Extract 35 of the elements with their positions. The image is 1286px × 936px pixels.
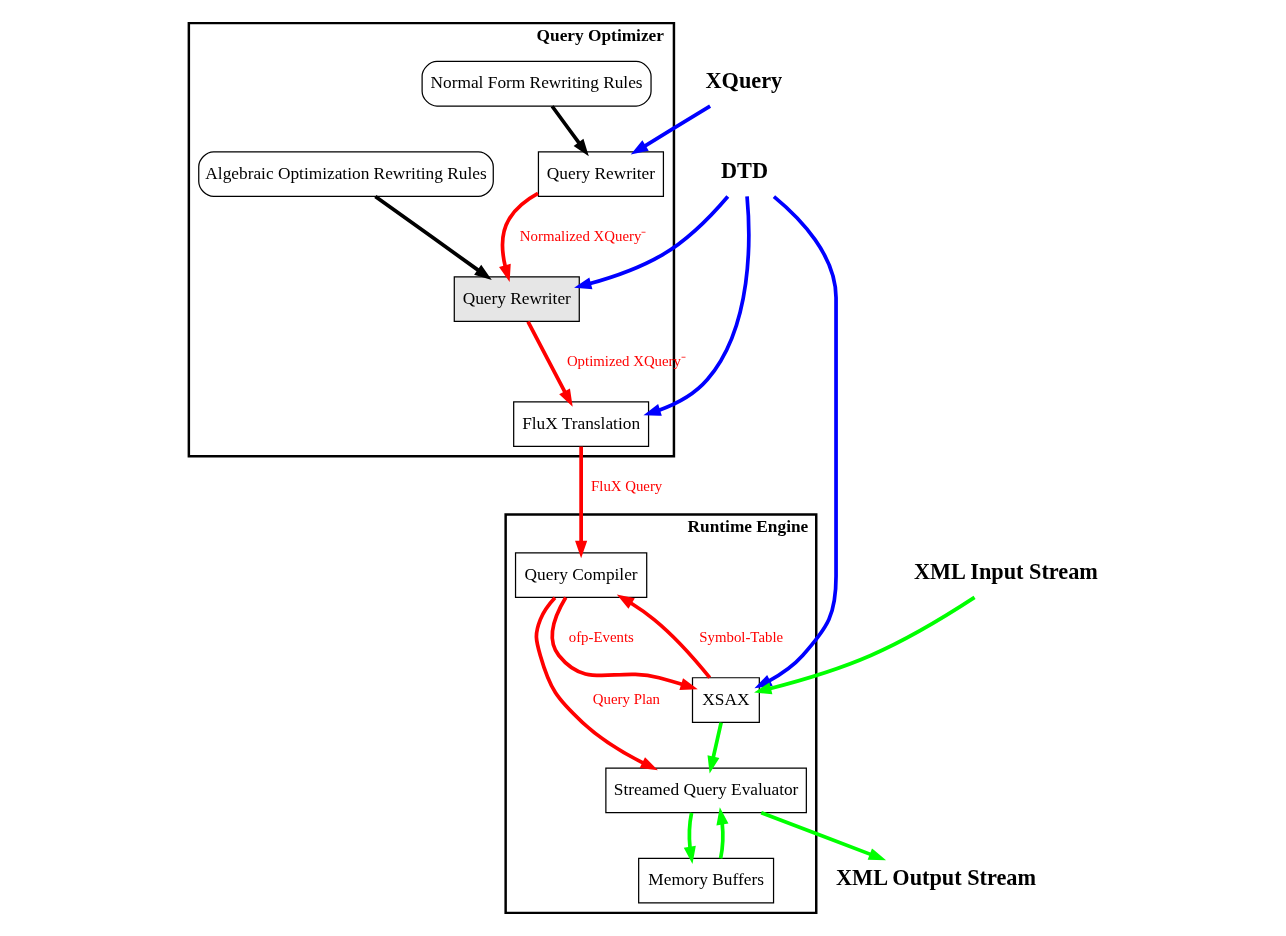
arrow xyxy=(707,722,723,774)
node-text: XML Output Stream xyxy=(836,864,1037,890)
node-box: Memory Buffers xyxy=(638,857,775,904)
node-box: Streamed Query Evaluator xyxy=(605,767,807,814)
arrow xyxy=(526,320,573,407)
arrow xyxy=(550,105,589,157)
arrow xyxy=(683,812,696,864)
node-box: Query Rewriter xyxy=(453,276,580,322)
node-text: XML Input Stream xyxy=(914,559,1098,585)
node-box: FluX Translation xyxy=(513,401,650,447)
arrow xyxy=(760,810,887,861)
arrow xyxy=(716,807,729,859)
edge-label: Normalized XQuery⁻ xyxy=(519,228,647,245)
arrow xyxy=(575,446,588,559)
arrow xyxy=(754,195,838,689)
node-text: DTD xyxy=(720,158,768,184)
node-box: Query Rewriter xyxy=(537,151,665,197)
arrow xyxy=(550,596,698,690)
arrow xyxy=(643,196,751,416)
node-box: Query Compiler xyxy=(514,552,648,598)
arrow xyxy=(630,104,712,155)
edge-label: Symbol-Table xyxy=(699,628,784,645)
node-box: Algebraic Optimization Rewriting Rules xyxy=(198,151,494,197)
node-text: XQuery xyxy=(705,67,783,93)
arrow xyxy=(499,191,539,283)
arrow xyxy=(574,195,730,290)
edge-label: ofp-Events xyxy=(568,628,634,645)
node-box: XSAX xyxy=(691,677,760,723)
arrow xyxy=(534,596,658,771)
arrow xyxy=(754,595,976,695)
node-box: Normal Form Rewriting Rules xyxy=(421,60,652,107)
arrow xyxy=(374,194,492,280)
edge-label: Query Plan xyxy=(592,691,661,708)
edge-label: FluX Query xyxy=(591,478,663,495)
arrow xyxy=(616,594,712,679)
